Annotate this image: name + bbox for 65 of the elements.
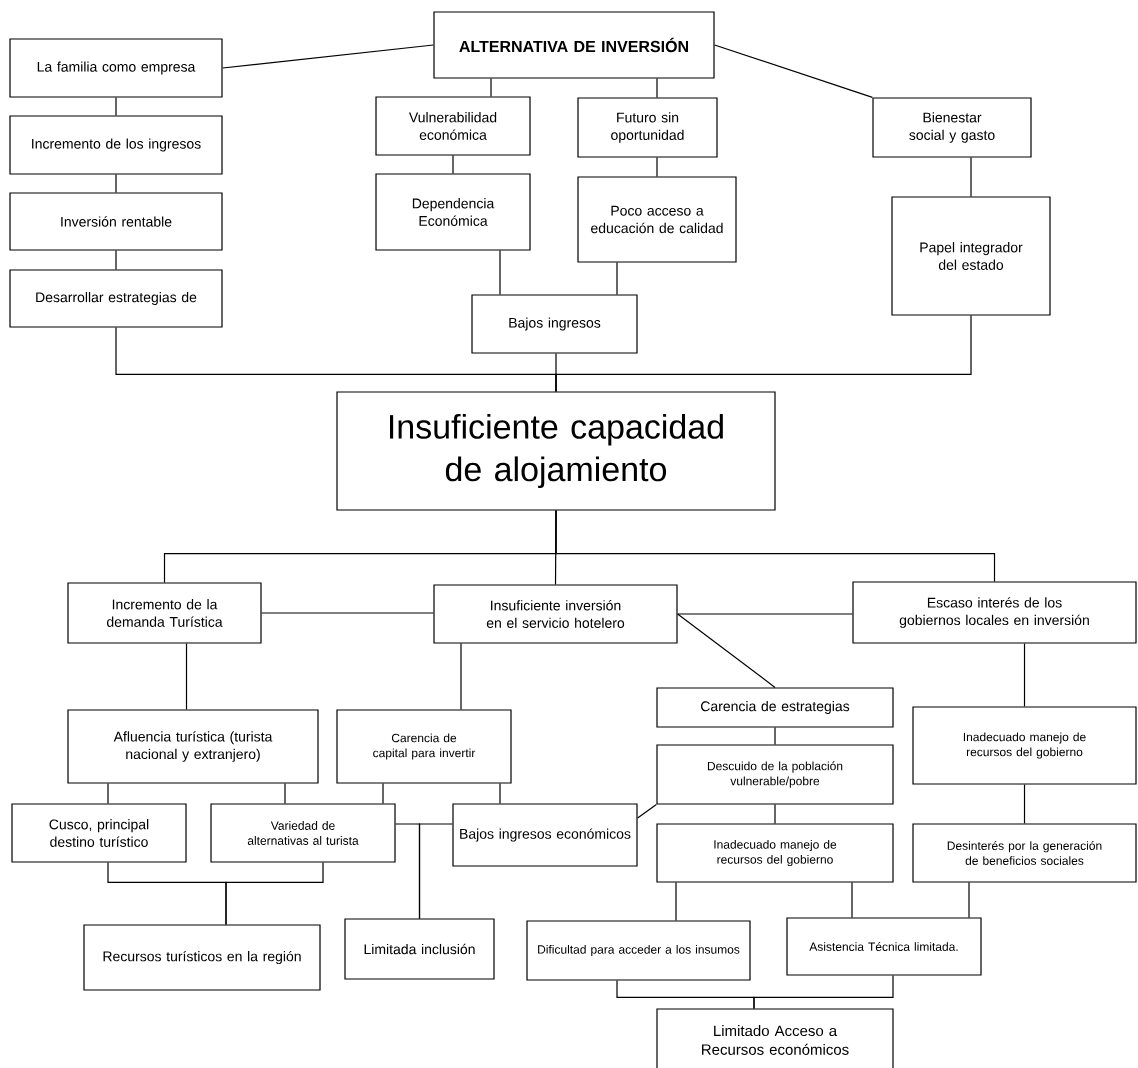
connector-line (677, 613, 776, 688)
connector-line (499, 783, 501, 804)
connector-line (714, 44, 873, 98)
connector-line (968, 882, 970, 918)
connector-line (452, 155, 454, 174)
process-box: Bajos ingresos económicos (452, 803, 638, 867)
process-box: Insuficiente inversión en el servicio hotelero (433, 584, 678, 644)
process-box: Escaso interés de los gobiernos locales en inversión (852, 581, 1137, 644)
process-box: Incremento de los ingresos (9, 115, 223, 175)
process-box: Dificultad para acceder a los insumos (526, 920, 751, 981)
process-box: Carencia de capital para invertir (336, 709, 512, 784)
central-problem-box: Insuficiente capacidad de alojamiento (336, 391, 776, 511)
connector-line (490, 78, 492, 97)
process-box: La familia como empresa (9, 38, 223, 98)
connector-line (222, 44, 434, 69)
process-box: Afluencia turística (turista nacional y extranjero) (67, 709, 319, 784)
connector-line (418, 823, 453, 919)
connector-line (555, 510, 996, 582)
process-box: Futuro sin oportunidad (577, 97, 718, 158)
connector-line (185, 643, 188, 710)
connector-line (656, 157, 658, 177)
connector-line (656, 78, 658, 98)
connector-line (499, 250, 501, 295)
connector-line (1023, 784, 1026, 824)
connector-line (115, 174, 117, 193)
process-box: Bajos ingresos (471, 294, 638, 354)
connector-line (382, 783, 384, 804)
process-box: Inadecuado manejo de recursos del gobierno (656, 823, 894, 883)
process-box: Inadecuado manejo de recursos del gobierno (912, 706, 1137, 785)
process-box: Asistencia Técnica limitada. (786, 917, 982, 976)
process-box: Cusco, principal destino turístico (11, 803, 187, 863)
connector-line (675, 882, 677, 921)
connector-line (1023, 643, 1026, 707)
connector-line (284, 783, 286, 804)
connector-line (261, 612, 434, 614)
process-box: Poco acceso a educación de calidad (577, 176, 737, 263)
connector-line (753, 975, 894, 1009)
process-box: Inversión rentable (9, 192, 223, 251)
process-box: Desarrollar estrategias de (9, 269, 223, 328)
connector-line (616, 262, 618, 295)
process-box: Variedad de alternativas al turista (210, 803, 396, 863)
connector-line (225, 862, 324, 925)
connector-line (851, 882, 853, 918)
connector-line (677, 613, 853, 615)
process-box: Recursos turísticos en la región (83, 924, 321, 991)
process-box: Descuido de la población vulnerable/pobre (656, 744, 894, 805)
root-box: ALTERNATIVA DE INVERSIÓN (433, 11, 715, 79)
process-box: Carencia de estrategias (656, 687, 894, 728)
connector-line (970, 157, 972, 197)
connector-line (115, 97, 117, 116)
connector-line (107, 783, 109, 804)
connector-line (774, 727, 776, 745)
connector-line (637, 804, 657, 819)
connector-line (774, 804, 776, 824)
process-box: Papel integrador del estado (891, 196, 1051, 316)
connector-line (460, 643, 462, 710)
process-box: Incremento de la demanda Turística (67, 582, 262, 644)
process-box: Desinterés por la generación de beneficios sociales (912, 823, 1137, 883)
process-box: Bienestar social y gasto (872, 97, 1032, 158)
process-box: Limitada inclusión (344, 918, 495, 980)
process-box: Limitado Acceso a Recursos económicos (656, 1008, 894, 1068)
process-box: Dependencia Económica (375, 173, 531, 251)
connector-line (555, 315, 972, 392)
process-box: Vulnerabilidad económica (375, 96, 531, 156)
connector-line (115, 250, 117, 270)
